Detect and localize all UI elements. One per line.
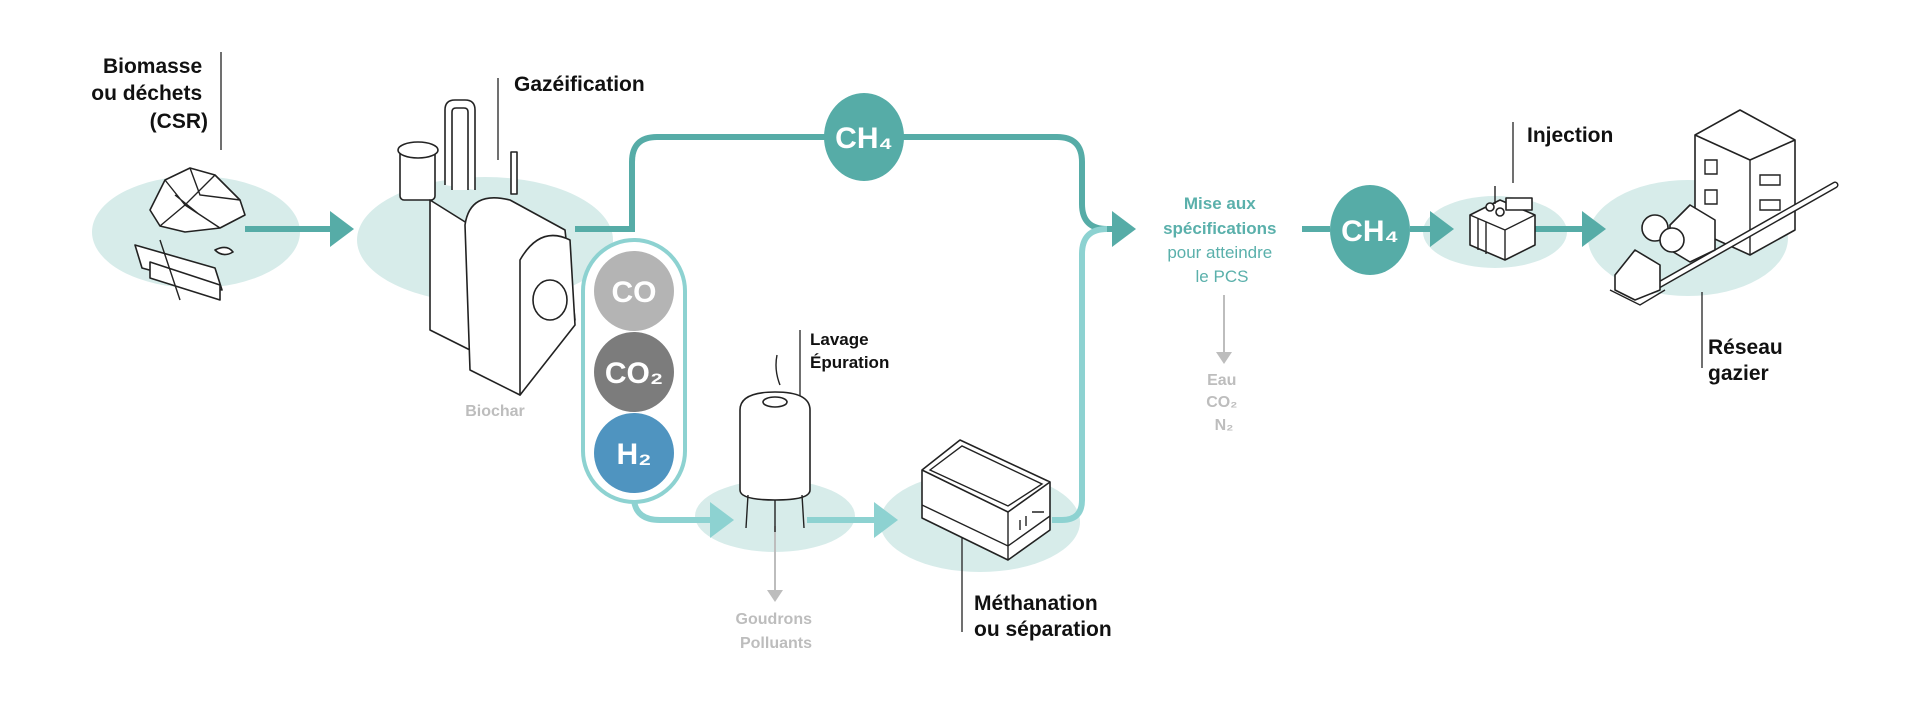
ch4-right-badge: CH₄ [1330, 185, 1410, 275]
tars-label: Goudrons Polluants [736, 611, 817, 652]
co2-label: CO₂ [605, 357, 663, 390]
flow-syngas-ch4 [575, 134, 1136, 247]
ch4-right-label: CH₄ [1341, 215, 1399, 248]
removed-gases-label: Eau CO₂ N₂ [1206, 372, 1242, 434]
flow-methanation-to-specs [1052, 226, 1108, 523]
biochar-label: Biochar [465, 403, 525, 420]
co-badge: CO [594, 251, 674, 331]
network-label: Réseau gazier [1708, 336, 1789, 385]
methanation-unit-icon [921, 439, 1051, 561]
co-label: CO [612, 276, 657, 309]
gasifier-icon [397, 99, 576, 396]
biomass-pile-icon [134, 167, 246, 301]
h2-label: H₂ [617, 438, 652, 471]
injection-station-icon [1469, 186, 1536, 261]
specs-label: Mise aux spécifications pour atteindre l… [1163, 194, 1281, 286]
gasification-label: Gazéification [514, 73, 645, 96]
h2-badge: H₂ [594, 413, 674, 493]
methanation-label: Méthanation ou séparation [974, 592, 1112, 641]
gas-network-city-icon [1609, 109, 1839, 306]
biomass-label: Biomasse ou déchets (CSR) [91, 55, 208, 133]
co2-badge: CO₂ [594, 332, 674, 412]
washing-label: Lavage Épuration [810, 330, 889, 372]
ch4-top-label: CH₄ [835, 122, 893, 155]
scrubber-tank-icon [739, 354, 811, 532]
ch4-top-badge: CH₄ [824, 93, 904, 181]
injection-label: Injection [1527, 124, 1613, 147]
